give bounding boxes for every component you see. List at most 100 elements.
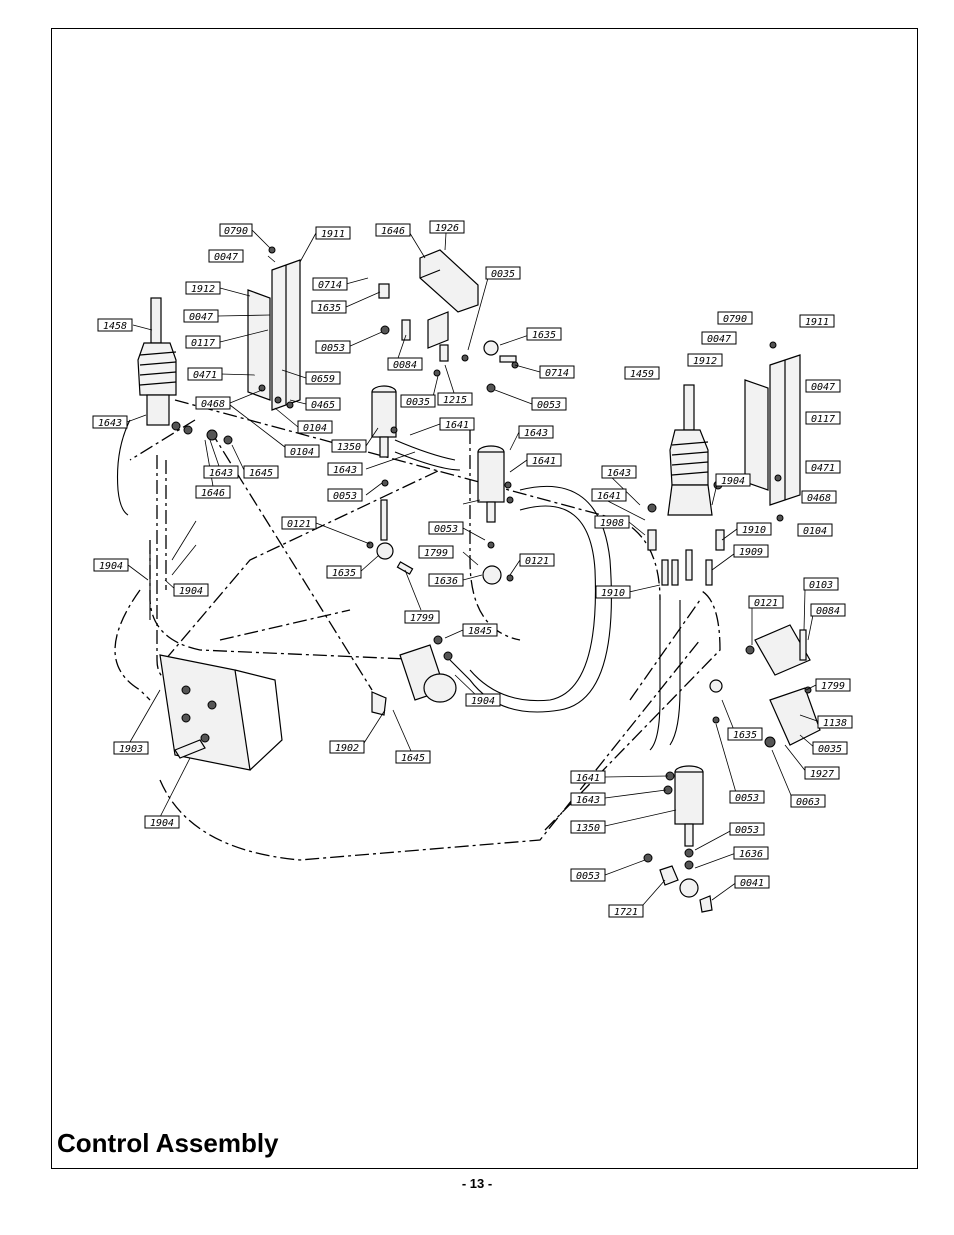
svg-text:1911: 1911	[321, 229, 345, 240]
part-label: 1458	[97, 318, 133, 332]
part-label: 1912	[185, 281, 221, 295]
svg-text:1799: 1799	[821, 681, 845, 692]
drawing-frame	[51, 28, 918, 1169]
svg-text:0121: 0121	[525, 556, 549, 567]
svg-text:1911: 1911	[805, 317, 829, 328]
svg-text:0790: 0790	[723, 314, 747, 325]
part-label: 1927	[804, 766, 840, 780]
svg-text:1721: 1721	[614, 907, 638, 918]
part-label: 1902	[329, 740, 365, 754]
part-label: 0471	[187, 367, 223, 381]
svg-text:1910: 1910	[601, 588, 625, 599]
part-label: 1904	[93, 558, 129, 572]
part-label: 1645	[243, 465, 279, 479]
part-label: 0465	[305, 397, 341, 411]
part-label: 1350	[331, 439, 367, 453]
svg-text:0714: 0714	[318, 280, 342, 291]
svg-text:0104: 0104	[303, 423, 327, 434]
part-label: 0053	[428, 521, 464, 535]
part-label: 0104	[297, 420, 333, 434]
part-label: 0121	[281, 516, 317, 530]
svg-text:0053: 0053	[321, 343, 345, 354]
part-label: 0790	[219, 223, 253, 237]
svg-text:1903: 1903	[119, 744, 143, 755]
svg-text:1458: 1458	[103, 321, 127, 332]
part-label: 0659	[305, 371, 341, 385]
svg-text:1912: 1912	[191, 284, 215, 295]
part-label: 1910	[736, 522, 772, 536]
svg-text:1641: 1641	[532, 456, 556, 467]
part-label: 1459	[624, 366, 660, 380]
part-label: 1912	[687, 353, 723, 367]
part-label: 0104	[797, 523, 833, 537]
svg-text:1909: 1909	[739, 547, 763, 558]
svg-text:1643: 1643	[333, 465, 357, 476]
left-bracket	[247, 246, 301, 411]
svg-text:0659: 0659	[311, 374, 335, 385]
svg-text:1635: 1635	[317, 303, 341, 314]
svg-text:0041: 0041	[740, 878, 764, 889]
part-label: 0047	[701, 331, 737, 345]
svg-text:0117: 0117	[191, 338, 215, 349]
part-label: 1910	[595, 585, 631, 599]
part-label: 1641	[570, 770, 606, 784]
part-label: 1904	[144, 815, 180, 829]
svg-text:0471: 0471	[811, 463, 835, 474]
part-label: 0035	[485, 266, 521, 280]
svg-text:1904: 1904	[471, 696, 495, 707]
part-label: 0103	[803, 577, 839, 591]
svg-text:0104: 0104	[290, 447, 314, 458]
svg-text:0468: 0468	[807, 493, 831, 504]
svg-text:1643: 1643	[524, 428, 548, 439]
part-label: 0468	[195, 396, 231, 410]
svg-text:1641: 1641	[445, 420, 469, 431]
left-joystick	[137, 297, 233, 445]
part-label: 1635	[311, 300, 347, 314]
svg-text:1641: 1641	[597, 491, 621, 502]
svg-text:1926: 1926	[435, 223, 459, 234]
center-gauge	[371, 635, 457, 716]
svg-text:0047: 0047	[811, 382, 835, 393]
svg-text:0047: 0047	[214, 252, 238, 263]
svg-text:1635: 1635	[532, 330, 556, 341]
part-label: 1350	[570, 820, 606, 834]
svg-text:1459: 1459	[630, 369, 654, 380]
part-label: 0121	[519, 553, 555, 567]
part-label: 1799	[404, 610, 440, 624]
svg-text:1215: 1215	[443, 395, 467, 406]
part-label: 0047	[208, 249, 244, 263]
part-label: 0035	[812, 741, 848, 755]
part-label: 1635	[727, 727, 763, 741]
part-label: 0035	[400, 394, 436, 408]
part-label: 0117	[805, 411, 841, 425]
part-label: 0084	[810, 603, 846, 617]
svg-text:0035: 0035	[406, 397, 430, 408]
svg-text:1350: 1350	[576, 823, 600, 834]
part-label: 1799	[815, 678, 851, 692]
svg-text:1646: 1646	[381, 226, 405, 237]
svg-text:1636: 1636	[434, 576, 458, 587]
part-label: 0047	[805, 379, 841, 393]
part-label: 1641	[591, 488, 627, 502]
pedal-assembly	[745, 624, 821, 748]
part-labels: 0790 1911 0047 1646 1926 0714 0035 1912 …	[92, 220, 853, 918]
svg-text:0104: 0104	[803, 526, 827, 537]
svg-text:0121: 0121	[754, 598, 778, 609]
part-label: 0714	[539, 365, 575, 379]
svg-text:1902: 1902	[335, 743, 359, 754]
part-label: 1904	[715, 473, 751, 487]
part-label: 1635	[326, 565, 362, 579]
part-label: 0471	[805, 460, 841, 474]
svg-text:1645: 1645	[249, 468, 273, 479]
svg-text:0047: 0047	[189, 312, 213, 323]
part-label: 0053	[327, 488, 363, 502]
svg-text:0117: 0117	[811, 414, 835, 425]
svg-text:1138: 1138	[823, 718, 847, 729]
svg-text:1845: 1845	[468, 626, 492, 637]
svg-text:0053: 0053	[576, 871, 600, 882]
svg-text:1908: 1908	[600, 518, 624, 529]
svg-text:1904: 1904	[721, 476, 745, 487]
svg-text:0047: 0047	[707, 334, 731, 345]
part-label: 1641	[439, 417, 475, 431]
part-label: 0714	[312, 277, 348, 291]
